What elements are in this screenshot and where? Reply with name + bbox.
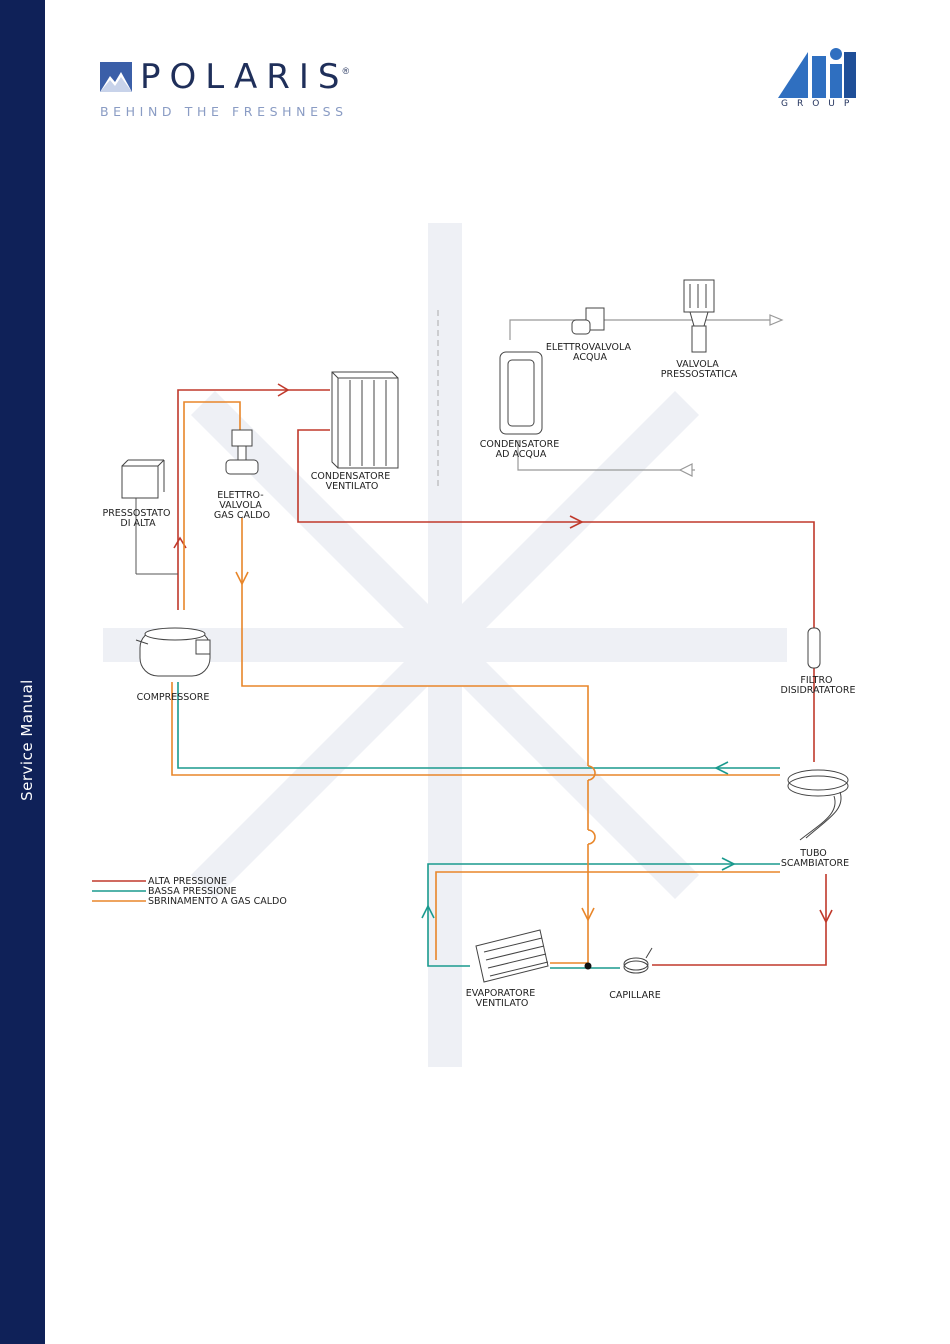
label-compressore: COMPRESSORE bbox=[137, 692, 210, 703]
ali-group-logo bbox=[778, 48, 856, 98]
brand-tagline: BEHIND THE FRESHNESS bbox=[100, 104, 348, 119]
label-valvola-pressostatica: VALVOLA PRESSOSTATICA bbox=[661, 359, 738, 380]
hot-gas-lines bbox=[171, 401, 780, 966]
filter-drier-icon bbox=[807, 627, 821, 669]
water-condenser-icon bbox=[499, 351, 543, 435]
group-label: GROUP bbox=[781, 99, 859, 109]
sidebar: Service Manual bbox=[0, 0, 45, 1344]
label-elettrovalvola-gas: ELETTRO- VALVOLA GAS CALDO bbox=[214, 490, 270, 521]
brand-name: POLARIS bbox=[140, 57, 349, 97]
pressure-switch-icon bbox=[121, 459, 165, 499]
compressor-icon bbox=[135, 627, 211, 677]
polaris-logo: POLARIS® BEHIND THE FRESHNESS bbox=[100, 60, 355, 119]
label-pressostato: PRESSOSTATO DI ALTA bbox=[102, 508, 173, 529]
pressostatic-valve-icon bbox=[683, 279, 715, 353]
heat-exchanger-icon bbox=[787, 769, 849, 841]
mountain-icon bbox=[100, 62, 132, 92]
label-elettrovalvola-acqua: ELETTROVALVOLA ACQUA bbox=[546, 342, 634, 363]
legend: ALTA PRESSIONE BASSA PRESSIONE SBRINAMEN… bbox=[92, 876, 287, 907]
label-evaporatore: EVAPORATORE VENTILATO bbox=[466, 988, 539, 1009]
capillary-icon bbox=[623, 947, 653, 974]
condenser-fan-icon bbox=[331, 371, 399, 469]
label-tubo-scambiatore: TUBO SCAMBIATORE bbox=[781, 848, 849, 869]
hot-gas-valve-icon bbox=[225, 429, 259, 475]
snowflake-watermark bbox=[103, 223, 787, 1067]
legend-label-high: ALTA PRESSIONE bbox=[148, 876, 227, 887]
label-capillare: CAPILLARE bbox=[609, 990, 661, 1001]
label-condensatore-ventilato: CONDENSATORE VENTILATO bbox=[311, 471, 394, 492]
label-filtro: FILTRO DISIDRATATORE bbox=[781, 675, 856, 696]
water-valve-icon bbox=[571, 307, 605, 335]
legend-label-low: BASSA PRESSIONE bbox=[148, 886, 237, 897]
water-lines bbox=[509, 314, 784, 477]
high-pressure-lines bbox=[173, 383, 833, 966]
evaporator-icon bbox=[475, 929, 549, 983]
low-pressure-lines bbox=[177, 682, 780, 969]
legend-label-hotgas: SBRINAMENTO A GAS CALDO bbox=[148, 896, 287, 907]
junction-dot bbox=[584, 962, 592, 970]
label-condensatore-acqua: CONDENSATORE AD ACQUA bbox=[480, 439, 563, 460]
